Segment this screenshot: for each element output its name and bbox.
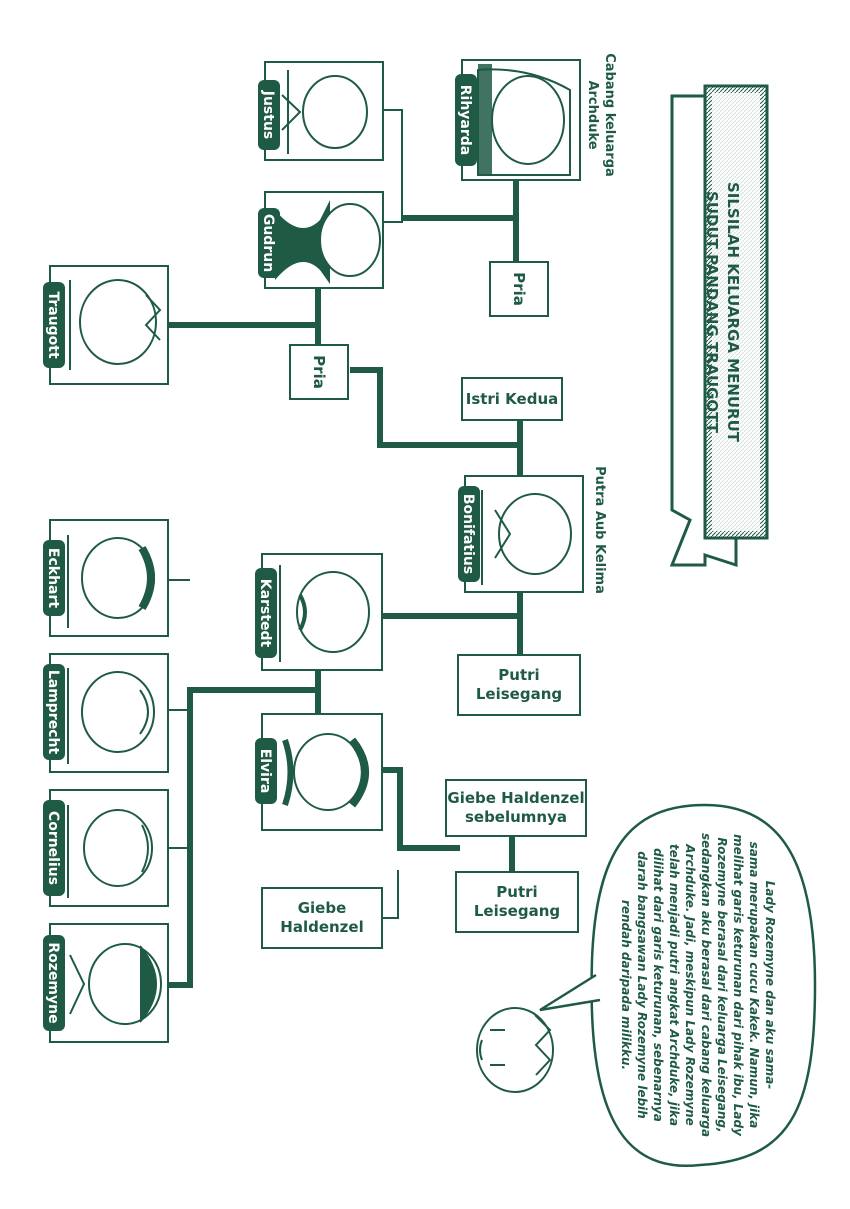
speech-text: Lady Rozemyne dan aku sama-sama merupaka… bbox=[619, 833, 777, 1137]
svg-text:Istri Kedua: Istri Kedua bbox=[466, 390, 559, 408]
svg-text:Archduke: Archduke bbox=[585, 80, 600, 149]
name-tag-eckhart bbox=[43, 540, 65, 616]
portrait-justus: Justus bbox=[258, 61, 384, 161]
portrait-rozemyne: Rozemyne bbox=[43, 923, 169, 1043]
svg-text:Elvira: Elvira bbox=[257, 749, 273, 794]
svg-text:Traugott: Traugott bbox=[45, 291, 61, 359]
name-tag-bonifatius bbox=[458, 486, 480, 582]
name-tag-karstedt bbox=[255, 568, 277, 658]
name-tag-elvira bbox=[255, 738, 277, 804]
svg-text:Pria: Pria bbox=[310, 355, 328, 389]
svg-text:Leisegang: Leisegang bbox=[476, 685, 562, 703]
speech-line: Rozemyne berasal dari keluarga Leisegang… bbox=[715, 837, 729, 1132]
svg-text:Rihyarda: Rihyarda bbox=[457, 85, 473, 156]
svg-text:Karstedt: Karstedt bbox=[257, 579, 273, 648]
box-putri-leisegang-2: Putri Leisegang bbox=[455, 871, 579, 933]
speech-line: sama merupakan cucu Kakek. Namun, jika bbox=[747, 842, 761, 1129]
portrait-elvira: Elvira bbox=[255, 713, 383, 831]
box-pria-2: Pria bbox=[289, 344, 349, 400]
svg-text:Gudrun: Gudrun bbox=[260, 214, 276, 272]
svg-text:Haldenzel: Haldenzel bbox=[280, 918, 363, 936]
portrait-lamprecht: Lamprecht bbox=[43, 653, 169, 773]
svg-text:Justus: Justus bbox=[260, 90, 276, 140]
svg-text:Leisegang: Leisegang bbox=[474, 902, 560, 920]
speech-line: telah menjadi putri angkat Archduke, jik… bbox=[667, 844, 681, 1126]
svg-text:Putri: Putri bbox=[496, 883, 537, 901]
svg-text:Rozemyne: Rozemyne bbox=[45, 942, 61, 1023]
connector-lines bbox=[168, 109, 523, 988]
svg-text:Eckhart: Eckhart bbox=[45, 548, 61, 608]
name-tag-gudrun bbox=[258, 208, 280, 278]
box-pria-1: Pria bbox=[489, 261, 549, 317]
portrait-rihyarda: Rihyarda bbox=[455, 59, 581, 181]
svg-text:Giebe Haldenzel: Giebe Haldenzel bbox=[447, 789, 584, 807]
svg-text:Putri: Putri bbox=[498, 666, 539, 684]
speech-line: melihat garis keturunan dari pihak ibu, … bbox=[731, 834, 745, 1137]
title-banner: SILSILAH KELUARGA MENURUT SUDUT PANDANG … bbox=[669, 84, 769, 568]
box-giebe-haldenzel: Giebe Haldenzel bbox=[261, 887, 383, 949]
svg-text:Putra Aub Kelima: Putra Aub Kelima bbox=[592, 466, 607, 594]
name-tag-cornelius bbox=[43, 800, 65, 896]
speech-line: rendah daripada milikku. bbox=[619, 900, 633, 1070]
svg-text:Pria: Pria bbox=[510, 272, 528, 306]
speech-line: sedangkan aku berasal dari cabang keluar… bbox=[699, 833, 713, 1137]
svg-text:Giebe: Giebe bbox=[298, 899, 347, 917]
title-line-1: SILSILAH KELUARGA MENURUT bbox=[724, 182, 742, 443]
speech-line: Archduke. Jadi, meskipun Lady Rozemyne bbox=[683, 843, 697, 1126]
portrait-gudrun: Gudrun bbox=[258, 191, 384, 289]
portrait-bonifatius: Bonifatius bbox=[458, 475, 584, 593]
svg-text:Bonifatius: Bonifatius bbox=[460, 494, 476, 574]
speech-line: Lady Rozemyne dan aku sama- bbox=[763, 881, 777, 1090]
title-line-2: SUDUT PANDANG TRAUGOTT bbox=[703, 191, 721, 434]
portrait-eckhart: Eckhart bbox=[43, 519, 169, 637]
svg-text:sebelumnya: sebelumnya bbox=[465, 808, 567, 826]
traugott-chibi-icon bbox=[476, 1007, 554, 1093]
annotation-archduke-branch: Cabang keluarga Archduke bbox=[585, 53, 617, 177]
speech-bubble: Lady Rozemyne dan aku sama-sama merupaka… bbox=[539, 803, 817, 1168]
portrait-karstedt: Karstedt bbox=[255, 553, 383, 671]
svg-text:Cornelius: Cornelius bbox=[45, 811, 61, 885]
box-putri-leisegang-1: Putri Leisegang bbox=[457, 654, 581, 716]
svg-text:Cabang keluarga: Cabang keluarga bbox=[602, 53, 617, 177]
annotation-fifth-aub-son: Putra Aub Kelima bbox=[592, 466, 607, 594]
name-tag-traugott bbox=[43, 282, 65, 368]
speech-line: dilihat dari garis keturunan, sebenarnya bbox=[651, 848, 665, 1122]
name-tag-justus bbox=[258, 80, 280, 150]
svg-text:Lamprecht: Lamprecht bbox=[45, 670, 61, 755]
name-tag-rozemyne bbox=[43, 935, 65, 1031]
box-giebe-haldenzel-sebelumnya: Giebe Haldenzel sebelumnya bbox=[445, 779, 587, 837]
name-tag-rihyarda bbox=[455, 74, 477, 166]
box-istri-kedua: Istri Kedua bbox=[461, 377, 563, 421]
portrait-cornelius: Cornelius bbox=[43, 789, 169, 907]
name-tag-lamprecht bbox=[43, 664, 65, 760]
speech-line: darah bangsawan Lady Rozemyne lebih bbox=[635, 851, 649, 1118]
portrait-traugott: Traugott bbox=[43, 265, 169, 385]
